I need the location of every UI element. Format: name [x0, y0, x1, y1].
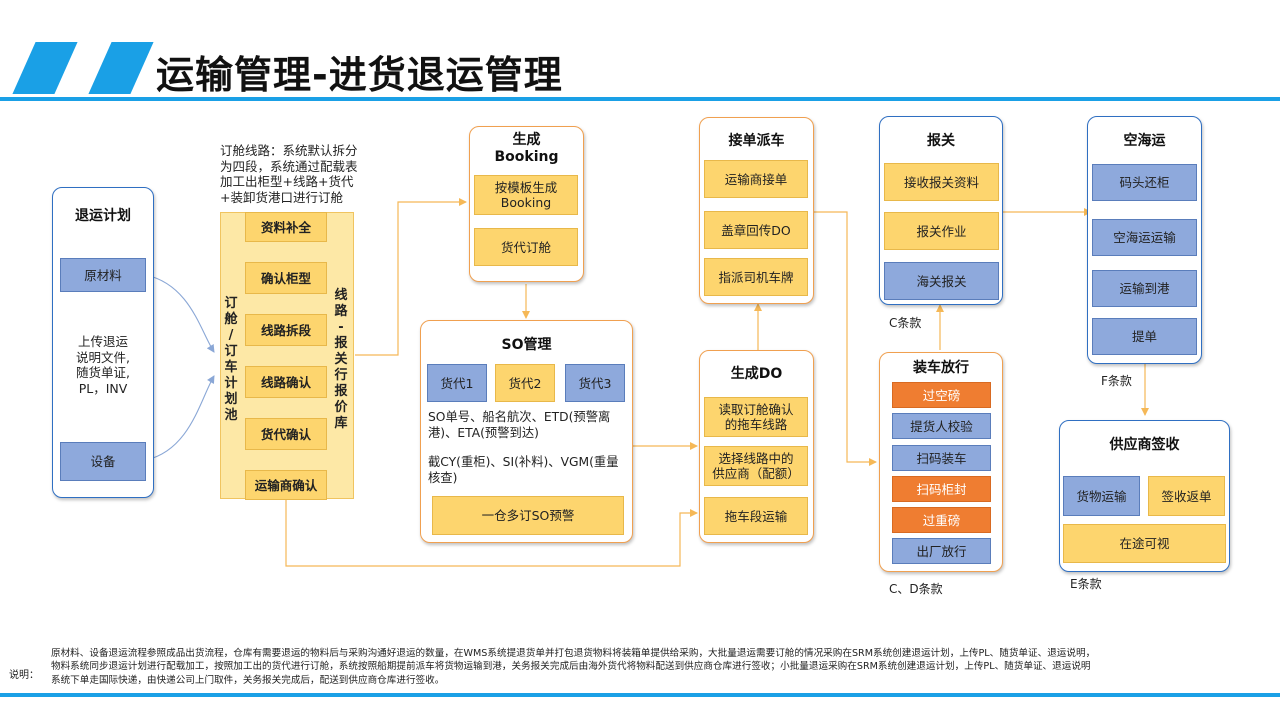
header-divider — [0, 97, 1280, 101]
page-title: 运输管理-进货退运管理 — [156, 53, 563, 97]
loading-release-title: 装车放行 — [913, 360, 969, 376]
sign-return-receipt[interactable]: 签收返单 — [1148, 476, 1225, 516]
trailer-transport[interactable]: 拖车段运输 — [704, 497, 808, 535]
heavy-weigh[interactable]: 过重磅 — [892, 507, 991, 533]
receive-customs-docs[interactable]: 接收报关资料 — [884, 163, 999, 201]
upload-instructions: 上传退运说明文件,随货单证,PL，INV — [76, 334, 130, 396]
read-trailer-route[interactable]: 读取订舱确认的拖车线路 — [704, 397, 808, 437]
booking-pool-label: 订舱/订车计划池 — [224, 296, 238, 423]
footer-divider — [0, 693, 1280, 697]
supplier-receipt-title: 供应商签收 — [1109, 437, 1180, 453]
forwarder-2[interactable]: 货代2 — [495, 364, 555, 402]
e-clause-label: E条款 — [1070, 577, 1102, 591]
step-confirm-carrier[interactable]: 运输商确认 — [245, 470, 327, 500]
so-management-title: SO管理 — [501, 337, 552, 353]
sea-air-title: 空海运 — [1123, 133, 1166, 149]
forwarder-booking[interactable]: 货代订舱 — [474, 228, 578, 266]
scan-load[interactable]: 扫码装车 — [892, 445, 991, 471]
step-split-route[interactable]: 线路拆段 — [245, 314, 327, 346]
raw-material-node[interactable]: 原材料 — [60, 258, 146, 292]
step-confirm-container[interactable]: 确认柜型 — [245, 262, 327, 294]
customs-title: 报关 — [927, 133, 955, 149]
forwarder-3[interactable]: 货代3 — [565, 364, 625, 402]
return-plan-title: 退运计划 — [75, 208, 131, 224]
exit-release[interactable]: 出厂放行 — [892, 538, 991, 564]
select-route-supplier[interactable]: 选择线路中的供应商（配额） — [704, 446, 808, 486]
bill-of-lading[interactable]: 提单 — [1092, 318, 1197, 355]
booking-pool-panel — [220, 212, 354, 499]
f-clause-label: F条款 — [1101, 374, 1132, 388]
footer-note-label: 说明： — [9, 670, 39, 681]
c-clause-label: C条款 — [889, 316, 922, 330]
carrier-accept[interactable]: 运输商接单 — [704, 160, 808, 198]
equipment-node[interactable]: 设备 — [60, 442, 146, 481]
so-info-text: SO单号、船名航次、ETD(预警离港)、ETA(预警到达) — [428, 410, 611, 440]
scan-seal[interactable]: 扫码柜封 — [892, 476, 991, 502]
multi-booking-warning[interactable]: 一仓多订SO预警 — [432, 496, 624, 535]
step-confirm-forwarder[interactable]: 货代确认 — [245, 418, 327, 450]
footer-note: 原材料、设备退运流程参照成品出货流程，仓库有需要退运的物料后与采购沟通好退运的数… — [51, 648, 1096, 686]
assign-driver-plate[interactable]: 指派司机车牌 — [704, 258, 808, 296]
dispatch-title: 接单派车 — [728, 133, 785, 149]
step-confirm-route[interactable]: 线路确认 — [245, 366, 327, 398]
picker-verify[interactable]: 提货人校验 — [892, 413, 991, 439]
forwarder-1[interactable]: 货代1 — [427, 364, 487, 402]
stamp-return-do[interactable]: 盖章回传DO — [704, 211, 808, 249]
sea-air-transport[interactable]: 空海运运输 — [1092, 219, 1197, 256]
transport-to-port[interactable]: 运输到港 — [1092, 270, 1197, 307]
customs-operation[interactable]: 报关作业 — [884, 212, 999, 250]
booking-route-note: 订舱线路：系统默认拆分为四段，系统通过配载表加工出柜型+线路+货代+装卸货港口进… — [220, 143, 358, 205]
terminal-return-container[interactable]: 码头还柜 — [1092, 164, 1197, 201]
customs-declaration[interactable]: 海关报关 — [884, 262, 999, 300]
do-title: 生成DO — [730, 366, 783, 382]
route-quote-library-label: 线路-报关行报价库 — [334, 288, 348, 431]
in-transit-visibility[interactable]: 在途可视 — [1063, 524, 1226, 563]
cd-clause-label: C、D条款 — [889, 582, 943, 596]
goods-transport[interactable]: 货物运输 — [1063, 476, 1140, 516]
empty-weigh[interactable]: 过空磅 — [892, 382, 991, 408]
so-cutoff-text: 截CY(重柜)、SI(补料)、VGM(重量核查) — [428, 455, 619, 485]
step-complete-info[interactable]: 资料补全 — [245, 212, 327, 242]
